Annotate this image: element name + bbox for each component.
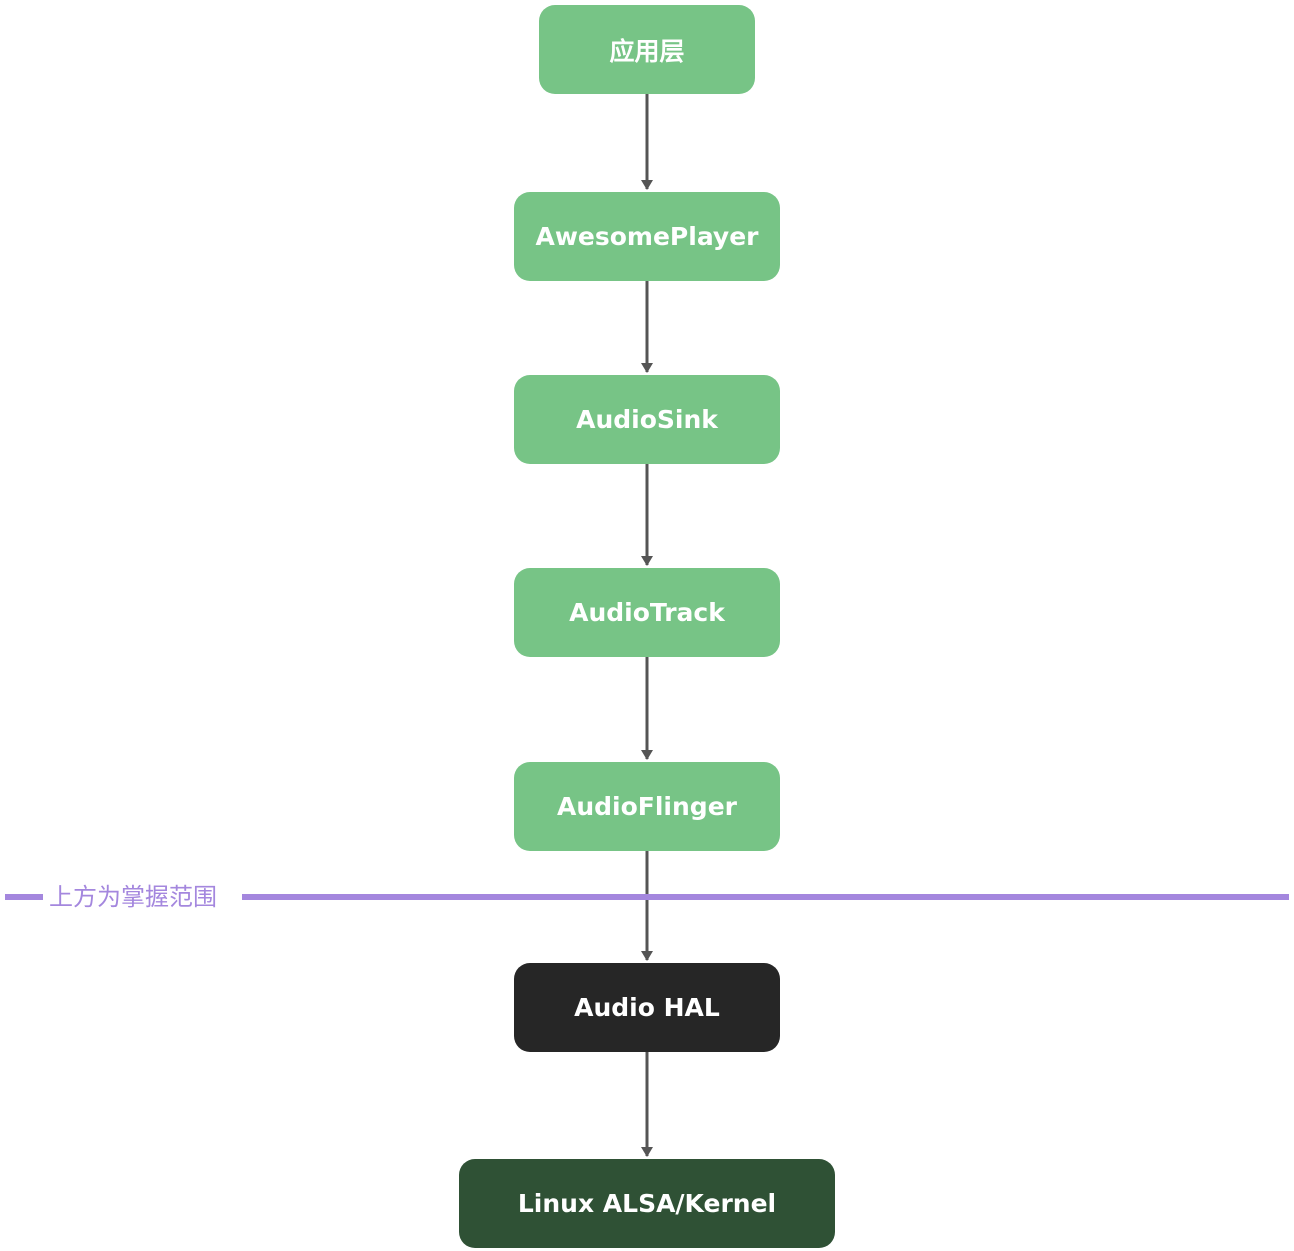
node-audio-hal-label: Audio HAL [574,993,720,1022]
node-app-layer[interactable]: 应用层 [539,5,755,94]
node-audio-track-label: AudioTrack [569,598,725,627]
node-audio-track[interactable]: AudioTrack [514,568,780,657]
node-linux-kernel[interactable]: Linux ALSA/Kernel [459,1159,835,1248]
node-audio-sink[interactable]: AudioSink [514,375,780,464]
node-awesome-player[interactable]: AwesomePlayer [514,192,780,281]
node-audio-hal[interactable]: Audio HAL [514,963,780,1052]
node-audio-flinger[interactable]: AudioFlinger [514,762,780,851]
node-awesome-player-label: AwesomePlayer [535,222,759,251]
node-linux-kernel-label: Linux ALSA/Kernel [517,1189,777,1218]
node-audio-flinger-label: AudioFlinger [557,792,737,821]
node-audio-sink-label: AudioSink [576,405,718,434]
boundary-label: 上方为掌握范围 [49,883,217,911]
node-app-layer-label: 应用层 [609,36,685,66]
